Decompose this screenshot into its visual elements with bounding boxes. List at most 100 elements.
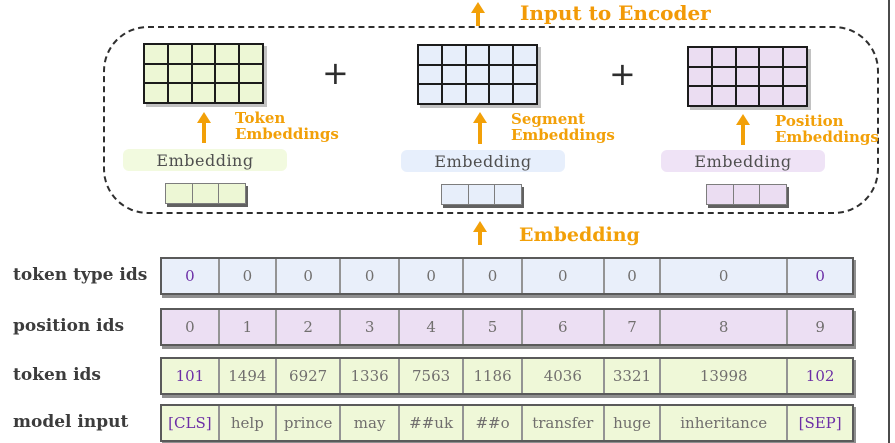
token-ids-cell-5: 1186	[464, 359, 523, 393]
label-line: Segment	[511, 110, 586, 128]
arrow-shaft	[741, 124, 745, 145]
position-ids-cell-5: 5	[464, 310, 523, 344]
model-input-label: model input	[13, 412, 129, 432]
strip-cell	[495, 185, 522, 204]
token-type-ids-cell-5: 0	[464, 259, 523, 293]
strip-cell	[219, 184, 246, 203]
position-embedding-box: Embedding	[661, 150, 825, 172]
token-ids-cell-7: 3321	[604, 359, 662, 393]
matrix-cell	[465, 45, 490, 65]
matrix-cell	[783, 86, 807, 106]
arrow-head	[473, 112, 487, 123]
strip-cell	[192, 184, 220, 203]
matrix-cell	[144, 63, 168, 84]
matrix-cell	[441, 84, 466, 104]
input-to-encoder-title: Input to Encoder	[520, 1, 711, 25]
matrix-cell	[144, 44, 168, 64]
token-ids-cell-2: 6927	[276, 359, 342, 393]
matrix-cell	[215, 63, 240, 84]
position-embeddings-matrix	[687, 46, 808, 107]
token-embedding-box: Embedding	[123, 149, 287, 171]
label-line: Embeddings	[775, 128, 879, 147]
matrix-cell	[711, 86, 736, 106]
token-ids-cell-3: 1336	[341, 359, 400, 393]
matrix-cell	[191, 63, 216, 84]
token-type-ids-cell-1: 0	[219, 259, 277, 293]
position-input-strip	[706, 184, 787, 205]
matrix-cell	[441, 64, 466, 85]
embedding-flow-label: Embedding	[519, 224, 640, 246]
matrix-cell	[735, 66, 760, 87]
arrow-shaft	[478, 231, 482, 245]
label-line: Embeddings	[235, 125, 339, 144]
matrix-cell	[465, 84, 490, 104]
matrix-cell	[239, 63, 263, 84]
label-line: Token	[235, 109, 286, 127]
model-input-cell-5: ##o	[464, 406, 523, 440]
matrix-cell	[215, 44, 240, 64]
token-type-ids-cell-3: 0	[341, 259, 400, 293]
matrix-cell	[513, 64, 537, 85]
strip-cell	[760, 185, 787, 204]
matrix-cell	[688, 66, 712, 87]
matrix-cell	[513, 45, 537, 65]
position-ids-cell-9: 9	[788, 310, 853, 344]
position-ids-cell-2: 2	[276, 310, 342, 344]
position-ids-cell-3: 3	[341, 310, 400, 344]
segment-input-strip	[441, 184, 522, 205]
arrow-shaft	[202, 122, 206, 143]
plus-sign-2: +	[609, 55, 636, 93]
arrow-head	[736, 114, 750, 125]
model-input-cell-7: huge	[604, 406, 662, 440]
token-type-ids-cell-7: 0	[604, 259, 662, 293]
arrow-shaft	[478, 122, 482, 144]
token-ids-cell-6: 4036	[522, 359, 605, 393]
position-ids-cell-1: 1	[219, 310, 277, 344]
segment-embedding-box: Embedding	[401, 150, 565, 172]
segment-embeddings-label: Segment Embeddings	[511, 110, 615, 145]
position-ids-cell-4: 4	[399, 310, 465, 344]
matrix-cell	[489, 45, 514, 65]
matrix-cell	[215, 83, 240, 103]
token-ids-cell-0: 101	[162, 359, 220, 393]
matrix-cell	[239, 44, 263, 64]
model-input-cell-1: help	[219, 406, 277, 440]
token-type-ids-cell-9: 0	[788, 259, 853, 293]
matrix-cell	[167, 44, 192, 64]
position-ids-cell-8: 8	[661, 310, 789, 344]
arrow-head	[197, 112, 211, 123]
matrix-cell	[783, 66, 807, 87]
model-input-cell-6: transfer	[522, 406, 605, 440]
matrix-cell	[489, 64, 514, 85]
token-input-strip	[165, 183, 246, 204]
strip-cell	[166, 184, 193, 203]
matrix-cell	[513, 84, 537, 104]
token-ids-cell-4: 7563	[399, 359, 465, 393]
matrix-cell	[759, 86, 784, 106]
position-ids-cell-6: 6	[522, 310, 605, 344]
segment-embeddings-matrix	[417, 44, 538, 105]
strip-cell	[442, 185, 469, 204]
token-ids-label: token ids	[13, 365, 101, 385]
model-input-cell-2: prince	[276, 406, 342, 440]
matrix-cell	[711, 66, 736, 87]
strip-cell	[468, 185, 496, 204]
token-type-ids-cell-6: 0	[522, 259, 605, 293]
model-input-cell-8: inheritance	[661, 406, 789, 440]
matrix-cell	[688, 86, 712, 106]
matrix-cell	[191, 44, 216, 64]
model-input-cell-9: [SEP]	[788, 406, 853, 440]
label-line: Embeddings	[511, 126, 615, 145]
matrix-cell	[465, 64, 490, 85]
matrix-cell	[191, 83, 216, 103]
matrix-cell	[418, 45, 442, 65]
segment-embedding-arrow-icon	[473, 112, 487, 144]
model-input-cell-4: ##uk	[399, 406, 465, 440]
arrow-shaft	[476, 12, 480, 38]
token-type-ids-label: token type ids	[13, 265, 148, 285]
matrix-cell	[759, 47, 784, 67]
token-type-ids-cell-0: 0	[162, 259, 220, 293]
strip-cell	[707, 185, 734, 204]
